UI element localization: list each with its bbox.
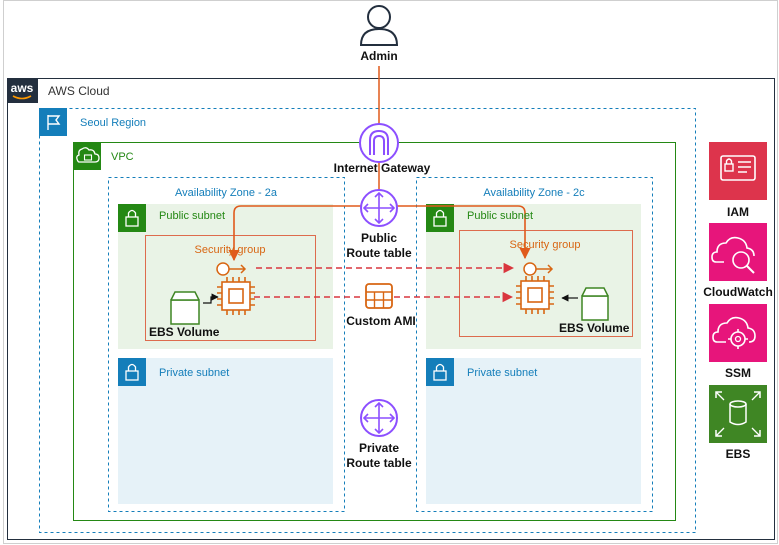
router-icon	[360, 189, 398, 227]
lock-icon	[426, 204, 454, 232]
custom-ami-label: Custom AMI	[346, 314, 416, 328]
cloudwatch-label: CloudWatch	[703, 285, 773, 299]
internet-gateway-icon	[359, 123, 399, 163]
aws-cloud-label: AWS Cloud	[48, 84, 110, 98]
security-group-2c-label: Security group	[509, 239, 581, 251]
ebs-volume-2a-label: EBS Volume	[149, 325, 220, 339]
security-group-2a	[145, 235, 316, 341]
route-path-2a	[228, 205, 379, 262]
region-label: Seoul Region	[80, 117, 147, 129]
ec2-instance-icon	[516, 276, 554, 314]
ssm-label: SSM	[724, 366, 752, 380]
attach-arrow	[203, 293, 219, 304]
public-subnet-2c	[426, 204, 641, 349]
ebs-volume-icon	[170, 291, 200, 325]
availability-zone-2a	[108, 177, 345, 512]
private-route-table-label-line2: Route table	[346, 456, 412, 470]
router-icon	[360, 399, 398, 437]
cloudwatch-icon	[709, 223, 767, 281]
admin-label: Admin	[360, 49, 398, 63]
public-route-table-label-line1: Public	[360, 231, 398, 245]
aws-cloud-group: aws	[7, 78, 775, 540]
svg-text:aws: aws	[11, 81, 34, 95]
internet-gateway-label: Internet Gateway	[333, 161, 431, 175]
ebs-volume-2c-label: EBS Volume	[559, 321, 630, 335]
ssm-icon	[709, 304, 767, 362]
private-route-table-label-line1: Private	[358, 441, 400, 455]
ami-icon	[364, 283, 394, 309]
ebs-service-icon	[709, 385, 767, 443]
user-icon	[359, 5, 399, 46]
security-group-2c	[459, 230, 633, 337]
az-2a-label: Availability Zone - 2a	[175, 187, 277, 199]
availability-zone-2c	[416, 177, 653, 512]
flag-icon	[39, 108, 67, 136]
ebs-service-label: EBS	[725, 447, 751, 461]
lock-icon	[426, 358, 454, 386]
vpc-label: VPC	[111, 151, 134, 163]
lock-icon	[118, 358, 146, 386]
az-2c-label: Availability Zone - 2c	[483, 187, 585, 199]
network-interface-icon	[216, 262, 247, 276]
private-subnet-2c-label: Private subnet	[467, 367, 538, 379]
region-group	[39, 108, 696, 533]
security-group-2a-label: Security group	[194, 244, 266, 256]
ebs-volume-icon	[581, 287, 609, 321]
route-path-2c	[379, 205, 531, 260]
private-subnet-2c	[426, 358, 641, 504]
network-interface-icon	[523, 262, 554, 276]
iam-icon	[709, 142, 767, 200]
private-subnet-2a-label: Private subnet	[159, 367, 230, 379]
private-subnet-2a	[118, 358, 333, 504]
iam-label: IAM	[727, 205, 749, 219]
public-subnet-2c-label: Public subnet	[467, 210, 534, 222]
page-frame	[3, 0, 778, 544]
public-subnet-2a-label: Public subnet	[159, 210, 226, 222]
public-subnet-2a	[118, 204, 333, 349]
ec2-instance-icon	[217, 277, 255, 315]
lock-icon	[118, 204, 146, 232]
public-route-table-label-line2: Route table	[346, 246, 412, 260]
